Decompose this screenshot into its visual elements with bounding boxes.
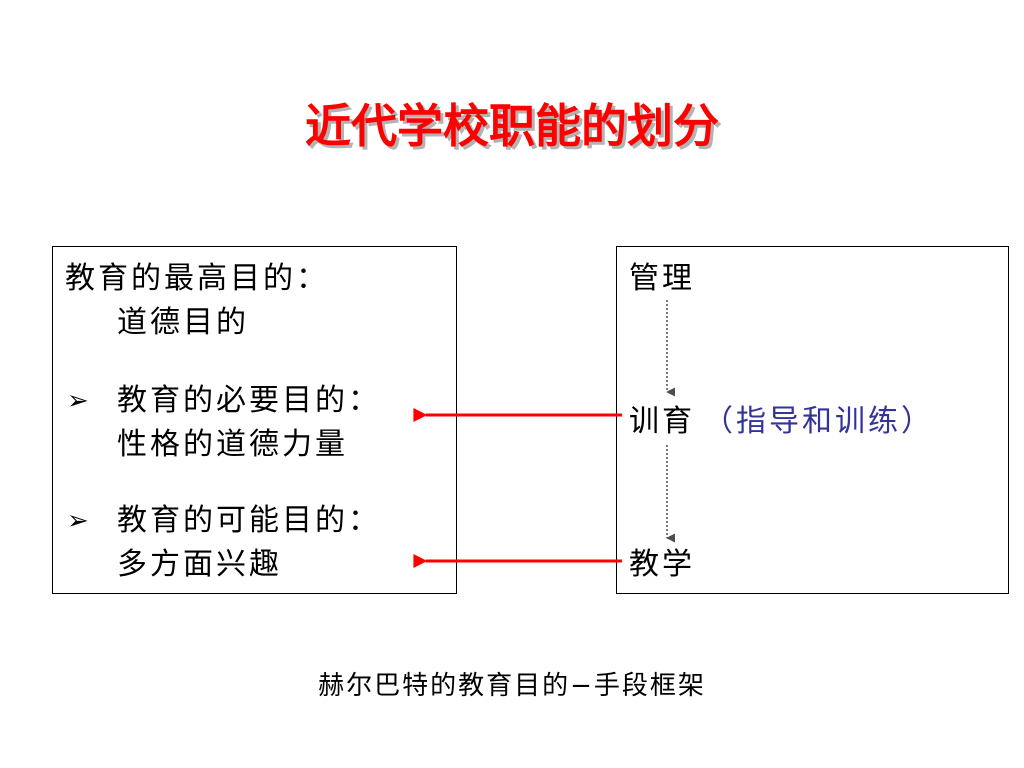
functions-box: 管理 训育 （指导和训练） 教学: [616, 246, 1009, 594]
arrowhead-bullet-icon: ➢: [67, 506, 89, 536]
function-management: 管理: [629, 261, 695, 296]
possible-aim-label: 教育的可能目的：: [117, 503, 381, 538]
possible-aim-value: 多方面兴趣: [117, 547, 282, 582]
highest-aim-value: 道德目的: [117, 305, 249, 340]
discipline-note: （指导和训练）: [703, 404, 934, 439]
function-discipline: 训育: [629, 404, 695, 439]
necessary-aim-value: 性格的道德力量: [117, 427, 348, 462]
figure-caption: 赫尔巴特的教育目的−手段框架: [318, 671, 706, 701]
necessary-aim-label: 教育的必要目的：: [117, 383, 381, 418]
aims-box: 教育的最高目的： 道德目的 ➢ 教育的必要目的： 性格的道德力量 ➢ 教育的可能…: [52, 246, 457, 594]
function-teaching: 教学: [629, 547, 695, 582]
page-title: 近代学校职能的划分: [305, 99, 719, 153]
highest-aim-label: 教育的最高目的：: [65, 261, 329, 296]
arrowhead-bullet-icon: ➢: [67, 386, 89, 416]
